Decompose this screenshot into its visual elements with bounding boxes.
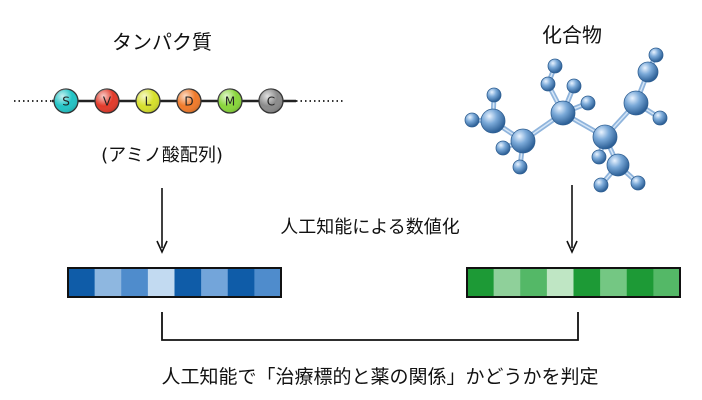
atom bbox=[606, 153, 630, 177]
vector-cell bbox=[227, 268, 255, 297]
atom bbox=[591, 149, 607, 165]
vector-cell bbox=[254, 268, 282, 297]
residue-letter: S bbox=[62, 95, 70, 109]
vector-cell bbox=[121, 268, 149, 297]
residue-l: L bbox=[135, 88, 161, 114]
vector-cell bbox=[626, 268, 654, 297]
vector-cell bbox=[573, 268, 601, 297]
atom bbox=[652, 110, 668, 126]
molecule-model bbox=[464, 47, 668, 193]
residue-d: D bbox=[176, 88, 202, 114]
atom bbox=[623, 90, 649, 116]
atom bbox=[648, 47, 664, 63]
vector-cell bbox=[520, 268, 548, 297]
vector-cell bbox=[201, 268, 229, 297]
residue-letter: V bbox=[103, 95, 112, 109]
protein-feature-vector bbox=[67, 267, 282, 298]
residue-m: M bbox=[217, 88, 243, 114]
atom bbox=[592, 124, 618, 150]
compound-feature-vector bbox=[466, 267, 681, 298]
atom bbox=[512, 159, 528, 175]
atom bbox=[566, 78, 582, 94]
molecule-atoms bbox=[464, 47, 668, 193]
atom bbox=[495, 140, 511, 156]
arrow-protein-down bbox=[156, 188, 168, 254]
atom bbox=[637, 61, 659, 83]
atom bbox=[593, 177, 609, 193]
atom bbox=[464, 112, 480, 128]
vector-cell bbox=[147, 268, 175, 297]
result-label: 人工知能で「治療標的と薬の関係」かどうかを判定 bbox=[161, 366, 599, 388]
residue-s: S bbox=[53, 88, 79, 114]
atom bbox=[550, 100, 576, 126]
atom bbox=[510, 128, 536, 154]
protein-title: タンパク質 bbox=[112, 30, 212, 54]
vector-cell bbox=[467, 268, 495, 297]
amino-acid-caption: (アミノ酸配列) bbox=[101, 145, 223, 166]
atom bbox=[486, 87, 502, 103]
combine-bracket bbox=[161, 312, 579, 341]
residue-v: V bbox=[94, 88, 120, 114]
compound-title: 化合物 bbox=[542, 23, 602, 47]
residue-letter: L bbox=[145, 95, 152, 109]
residue-c: C bbox=[258, 88, 284, 114]
residue-letter: D bbox=[184, 95, 193, 109]
residue-letter: M bbox=[225, 95, 235, 109]
atom bbox=[547, 58, 563, 74]
vector-cell bbox=[493, 268, 521, 297]
vector-cell bbox=[546, 268, 574, 297]
residue-letter: C bbox=[267, 95, 275, 109]
encoding-label: 人工知能による数値化 bbox=[280, 217, 460, 238]
vector-cell bbox=[653, 268, 681, 297]
atom bbox=[540, 76, 556, 92]
vector-cell bbox=[174, 268, 202, 297]
vector-cell bbox=[600, 268, 628, 297]
atom bbox=[580, 95, 596, 111]
vector-cell bbox=[94, 268, 122, 297]
vector-cell bbox=[68, 268, 96, 297]
atom bbox=[630, 175, 646, 191]
arrow-compound-down bbox=[566, 185, 578, 254]
atom bbox=[480, 108, 506, 134]
